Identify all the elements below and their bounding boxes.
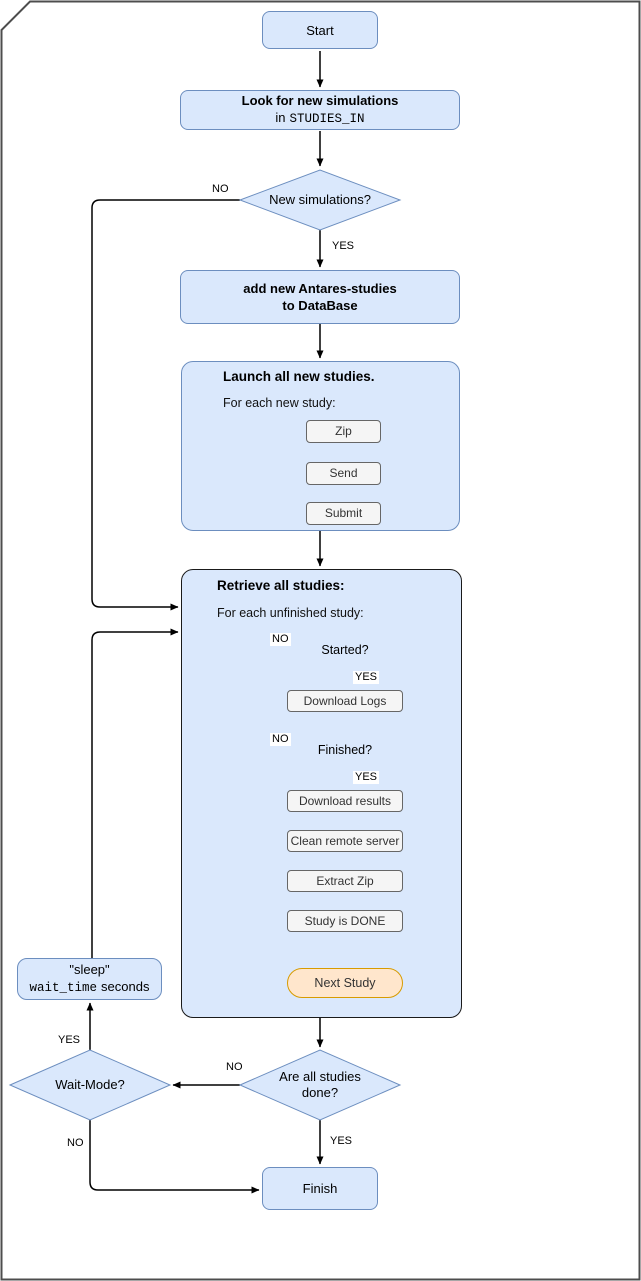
wait-mode-diamond xyxy=(8,1049,172,1121)
sleep-suffix: seconds xyxy=(101,979,150,994)
label-alldone-yes: YES xyxy=(328,1135,355,1148)
all-done-line2: done? xyxy=(301,1085,339,1100)
label-started-no: NO xyxy=(270,633,291,646)
step-extract-zip: Extract Zip xyxy=(287,870,403,892)
step-zip: Zip xyxy=(306,420,381,443)
edge-sleep-to-retrieve xyxy=(91,628,179,958)
label-waitmode-yes: YES xyxy=(56,1034,83,1047)
step-send: Send xyxy=(306,462,381,485)
step-download-logs: Download Logs xyxy=(287,690,403,712)
adddb-line2: to DataBase xyxy=(282,298,358,313)
new-simulations-diamond xyxy=(238,169,402,231)
label-finished-no: NO xyxy=(270,733,291,746)
adddb-line1: add new Antares-studies xyxy=(243,281,397,296)
sleep-code: wait_time xyxy=(29,981,98,995)
all-done-label: Are all studies done? xyxy=(240,1050,400,1120)
launch-title: Launch all new studies. xyxy=(223,369,375,384)
label-alldone-no: NO xyxy=(224,1061,245,1074)
node-next-study: Next Study xyxy=(287,968,403,998)
label-finished-yes: YES xyxy=(353,771,380,784)
label-newsim-yes: YES xyxy=(330,240,357,253)
started-label: Started? xyxy=(321,643,369,657)
edge-newsim-no-loop xyxy=(91,199,240,611)
start-label: Start xyxy=(306,22,334,38)
all-done-line1: Are all studies xyxy=(279,1069,361,1084)
node-add-to-database: add new Antares-studies to DataBase xyxy=(180,270,460,324)
sleep-line1: "sleep" xyxy=(69,962,110,977)
label-newsim-no: NO xyxy=(210,183,231,196)
step-clean-remote-server: Clean remote server xyxy=(287,830,403,852)
retrieve-subtitle: For each unfinished study: xyxy=(217,606,364,620)
wait-mode-label: Wait-Mode? xyxy=(55,1077,125,1092)
label-waitmode-no: NO xyxy=(65,1137,86,1150)
step-study-is-done: Study is DONE xyxy=(287,910,403,932)
node-finish: Finish xyxy=(262,1167,378,1210)
label-started-yes: YES xyxy=(353,671,380,684)
finished-label: Finished? xyxy=(317,743,373,757)
step-download-results: Download results xyxy=(287,790,403,812)
new-simulations-label: New simulations? xyxy=(269,192,371,207)
step-submit: Submit xyxy=(306,502,381,525)
launch-subtitle: For each new study: xyxy=(223,396,336,410)
look-code: STUDIES_IN xyxy=(289,112,365,126)
edge-waitmode-no-to-finish xyxy=(89,1120,260,1194)
retrieve-title: Retrieve all studies: xyxy=(217,578,345,593)
all-done-diamond xyxy=(238,1049,402,1121)
look-title: Look for new simulations xyxy=(241,93,399,108)
look-prefix: in xyxy=(275,110,286,125)
node-start: Start xyxy=(262,11,378,49)
